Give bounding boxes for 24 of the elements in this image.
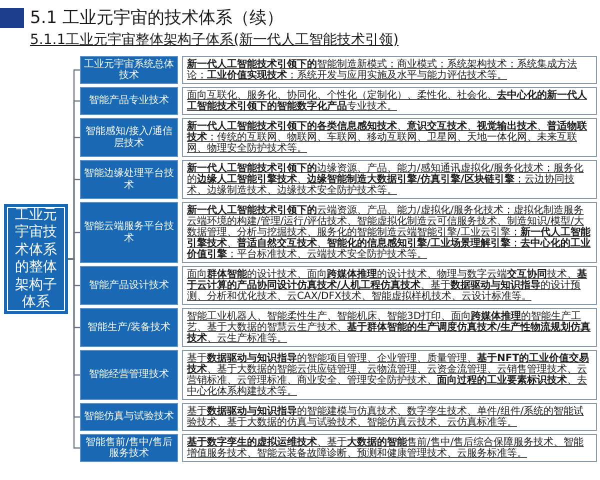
subtitle: 5.1.1工业元宇宙整体架构子体系(新一代人工智能技术引领) [30, 31, 399, 49]
category-box: 智能产品设计技术 [80, 266, 178, 305]
description-box: 新一代人工智能技术引领下的云端资源、产品、能力/虚拟化/服务化技术；虚拟化制造服务云端环境的构建/管理/运行/评估技术、智能虚拟化制造云可信服务技术、制造知识/模型/大数据管理、分析与挖掘技术、服务化的智能制造云端智能引擎/工业云引擎；新一代人工智能引擎技术、普适自然交互技术、智能化的信息感知引擎/工业场景理解引擎；去中心化的工业价值引擎；平台标准技术、云端技术安全防护技术等。 [182, 202, 597, 263]
description-box: 新一代人工智能技术引领下的各类信息感知技术、意识交互技术、视觉输出技术、普适物联技术；传统的互联网、物联网、车联网、移动互联网、卫星网、天地一体化网、未来互联网、物理安全防护技术等。 [182, 118, 597, 157]
category-box: 智能云端服务平台技术 [80, 202, 178, 263]
category-box: 智能边缘处理平台技术 [80, 160, 178, 199]
description-box: 新一代人工智能技术引领下的智能制造新模式；商业模式；系统架构技术；系统集成方法论；工业价值实现技术；系统开发与应用实施及水平与能力评估技术等。 [182, 56, 597, 84]
connector-line [68, 258, 80, 449]
category-box: 智能经营管理技术 [80, 350, 178, 400]
description-box: 基于数字孪生的虚拟运维技术、基于大数据的智能售前/售中/售后综合保障服务技术、智能增值服务技术、智能云装备故障诊断、预测和健康管理技术、云服务标准等。 [182, 434, 597, 462]
category-box: 智能生产/装备技术 [80, 308, 178, 347]
description-box: 新一代人工智能技术引领下的边缘资源、产品、能力/感知通讯虚拟化/服务化技术；服务化的边缘人工智能引擎技术、边缘智能制造大数据引擎/仿真引擎/区块链引擎；云边协同技术、边缘制造技术、边缘技术安全防护技术等。 [182, 160, 597, 199]
category-box: 智能感知/接入/通信层技术 [80, 118, 178, 157]
title: 5.1 工业元宇宙的技术体系（续） [30, 7, 284, 29]
category-box: 工业元宇宙系统总体技术 [80, 56, 178, 84]
category-box: 智能售前/售中/售后服务技术 [80, 434, 178, 462]
description-box: 智能工业机器人、智能柔性生产、智能机床、智能3D打印、面向跨媒体推理的智能生产工艺、基于大数据的智慧云生产技术、基于群体智能的生产调度仿真技术/生产性物流规划仿真技术、云生产标准等。 [182, 308, 597, 347]
description-box: 面向群体智能的设计技术、面向跨媒体推理的设计技术、物理与数字云端交互协同技术、基于云计算的产品协同设计仿真技术/人机工程仿真技术、基于数据驱动与知识指导的设计预测、分析和优化技术、云CAX/DFX技术、智能虚拟样机技术、云设计标准等。 [182, 266, 597, 305]
description-box: 基于数据驱动与知识指导的智能建模与仿真技术、数字孪生技术、单件/组件/系统的智能试验技术、基于大数据的仿真与试验技术、智能仿真云技术、云仿真标准等。 [182, 403, 597, 431]
category-box: 智能仿真与试验技术 [80, 403, 178, 431]
description-box: 基于数据驱动与知识指导的智能项目管理、企业管理、质量管理、基于NFT的工业价值交易技术、基于大数据的智能云供应链管理、云物流管理、云资金流管理、云销售管理技术、云营销标准、云管理标准、商业安全、管理安全防护技术、面向过程的工业要素标识技术、去中心化体系构建技术等。 [182, 350, 597, 400]
description-box: 面向互联化、服务化、协同化、个性化（定制化）、柔性化、社会化、去中心化的新一代人工智能技术引领下的智能数字化产品专业技术。 [182, 87, 597, 115]
category-box: 智能产品专业技术 [80, 87, 178, 115]
root-box: 工业元宇宙技术体系的整体架构子体系 [4, 204, 68, 314]
